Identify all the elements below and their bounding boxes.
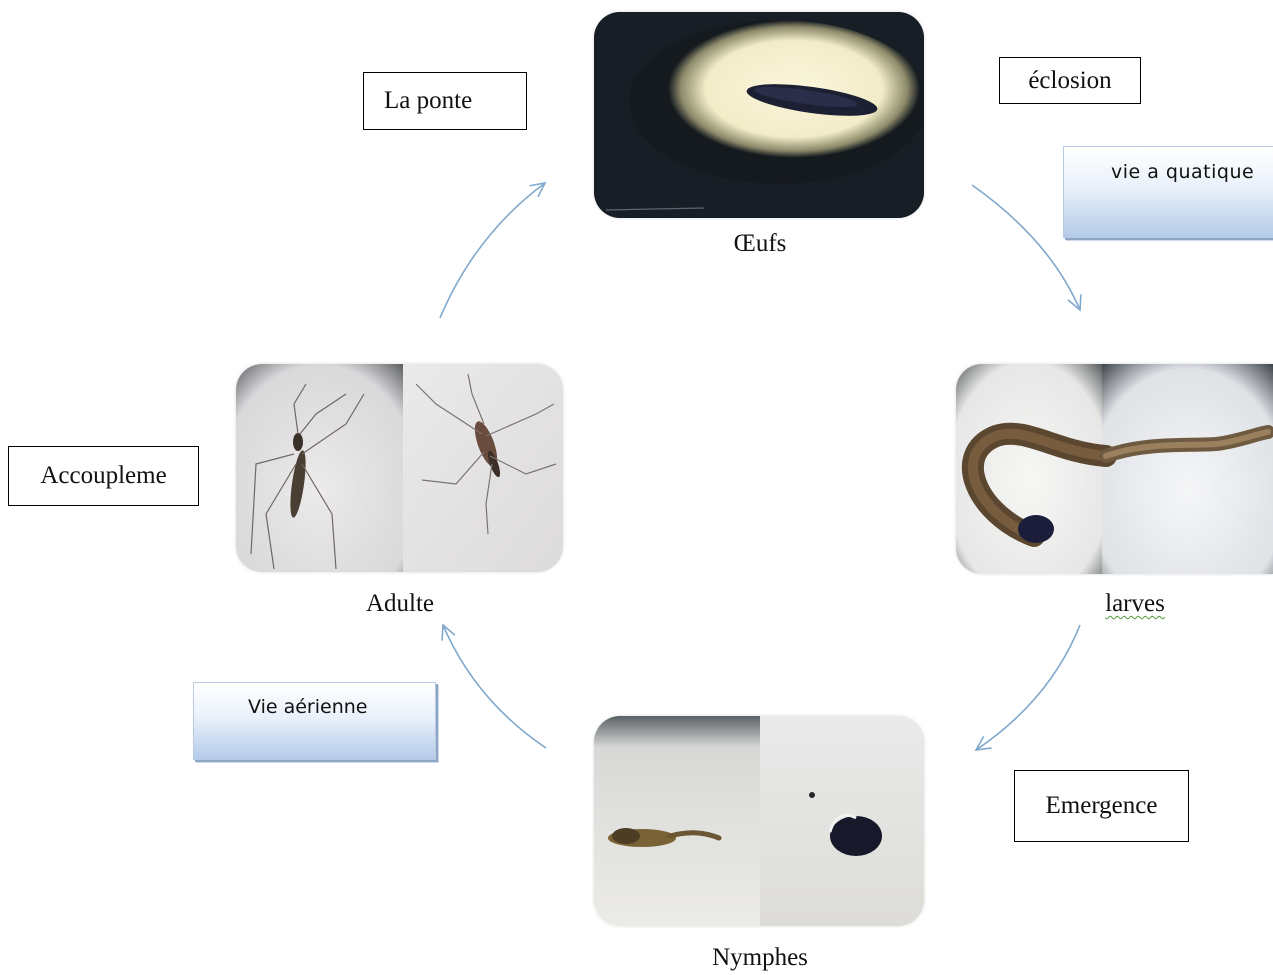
phase-aerial-label: Vie aérienne [248, 696, 367, 718]
stage-eggs-label: Œufs [720, 230, 800, 258]
phase-aquatic-box: vie a quatique [1063, 146, 1273, 238]
larvae-photo [956, 364, 1273, 574]
transition-emergence: Emergence [1014, 770, 1189, 842]
stage-nymphs-label: Nymphes [680, 944, 840, 972]
arrow-nymphs-to-adult [443, 625, 546, 748]
transition-hatching: éclosion [999, 57, 1141, 104]
arrow-adult-to-eggs [440, 183, 545, 318]
transition-mating: Accoupleme [8, 446, 199, 506]
arrow-larvae-to-nymphs [976, 625, 1080, 750]
nymphs-photo [594, 716, 924, 926]
phase-aquatic-label: vie a quatique [1111, 161, 1254, 183]
stage-larvae-label: larves [1085, 590, 1185, 618]
stage-adult-label: Adulte [345, 590, 455, 618]
phase-aerial-box: Vie aérienne [193, 682, 436, 760]
adult-photo [236, 364, 563, 572]
transition-egg-laying: La ponte [363, 72, 527, 130]
eggs-photo [594, 12, 924, 218]
